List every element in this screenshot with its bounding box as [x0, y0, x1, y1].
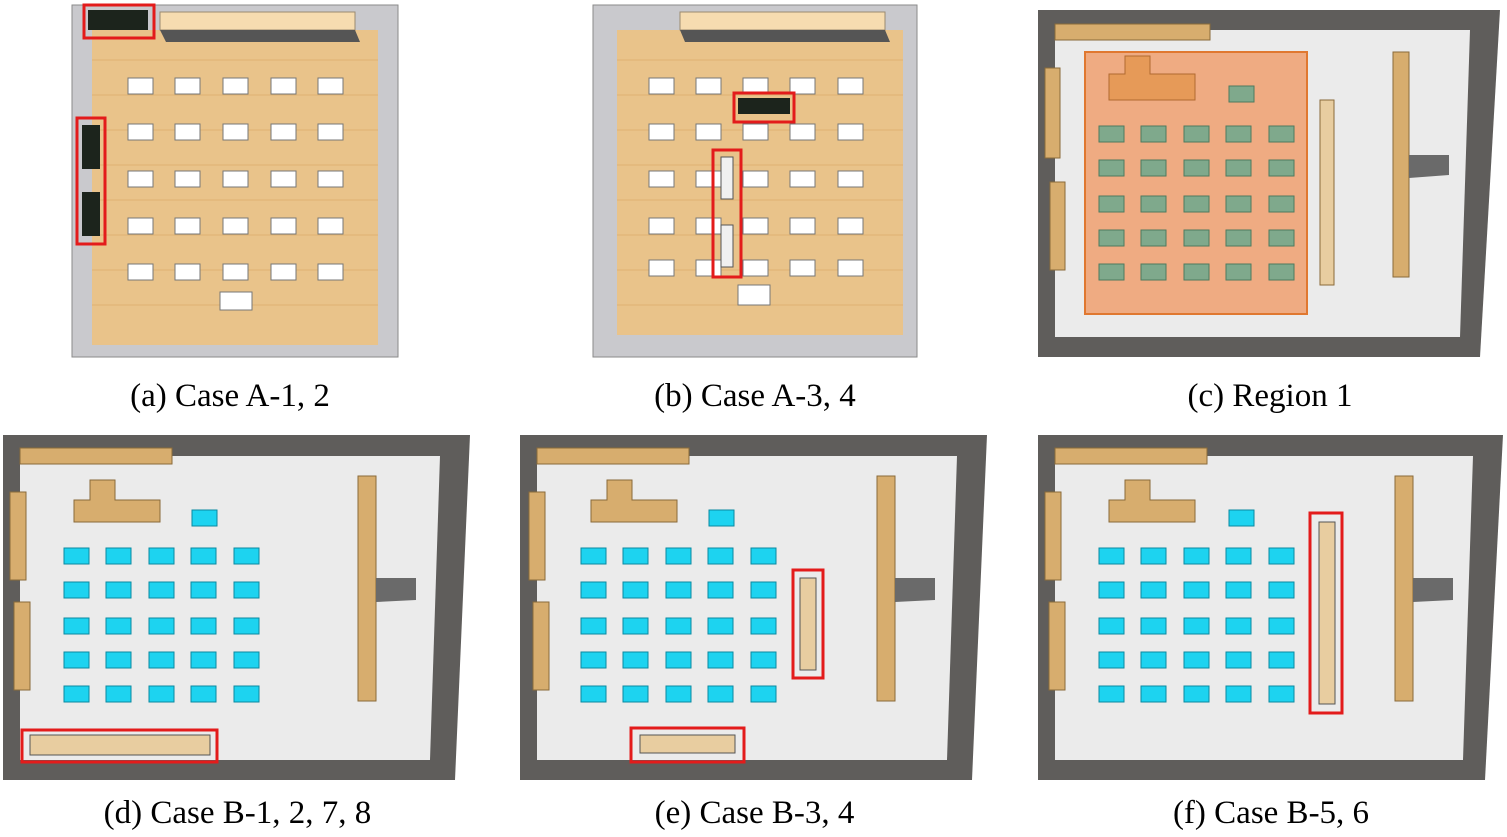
panel-f-floorplan: [1038, 435, 1503, 780]
panel-b-floorplan: [592, 4, 918, 358]
panel-b: (b) Case A-3, 4: [585, 0, 925, 420]
panel-a: (a) Case A-1, 2: [60, 0, 400, 420]
panel-b-caption: (b) Case A-3, 4: [654, 378, 856, 414]
panel-c-floorplan: [1038, 10, 1500, 357]
panel-c: (c) Region 1: [1035, 0, 1505, 420]
panel-a-caption: (a) Case A-1, 2: [130, 378, 330, 414]
panel-e-floorplan: [520, 435, 987, 780]
panel-f-caption: (f) Case B-5, 6: [1172, 795, 1370, 831]
panel-d-floorplan: [3, 435, 470, 780]
panel-f: (f) Case B-5, 6: [1035, 430, 1507, 837]
panel-e: (e) Case B-3, 4: [517, 430, 992, 837]
panel-e-caption: (e) Case B-3, 4: [654, 795, 855, 831]
panel-c-caption: (c) Region 1: [1187, 378, 1353, 414]
panel-a-floorplan: [71, 3, 399, 358]
panel-d: (d) Case B-1, 2, 7, 8: [0, 430, 475, 837]
panel-d-caption: (d) Case B-1, 2, 7, 8: [103, 795, 372, 831]
